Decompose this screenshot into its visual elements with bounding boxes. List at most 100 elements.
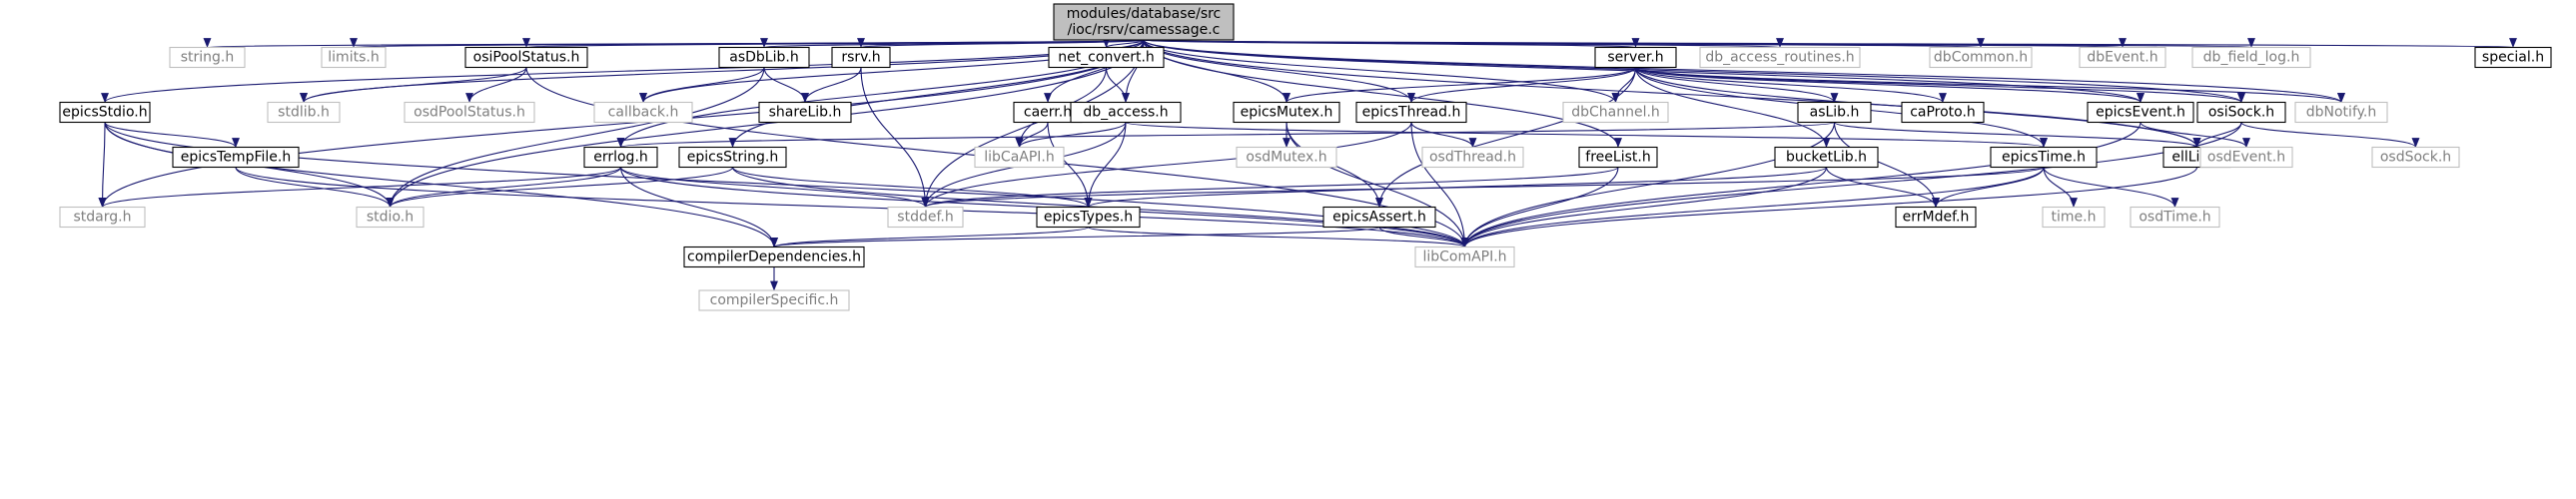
node-label: server.h <box>1607 50 1663 66</box>
node-box <box>1355 101 1467 124</box>
node-free-list[interactable]: freeList.h <box>1578 146 1658 169</box>
node-label: rsrv.h <box>841 50 880 66</box>
node-label: epicsTypes.h <box>1044 210 1133 226</box>
node-epics-temp-file[interactable]: epicsTempFile.h <box>172 146 300 169</box>
edge-server-to-epics-assert <box>1375 67 1637 208</box>
node-box <box>1053 3 1235 41</box>
node-box <box>2191 46 2311 69</box>
node-share-lib[interactable]: shareLib.h <box>758 101 852 124</box>
edge-server-to-epics-mutex <box>1283 67 1637 103</box>
node-label: dbChannel.h <box>1571 105 1660 121</box>
node-box <box>593 101 693 124</box>
node-lib-ca-api[interactable]: libCaAPI.h <box>974 146 1065 169</box>
node-net-convert[interactable]: net_convert.h <box>1048 46 1165 69</box>
edge-server-to-as-lib <box>1634 67 1839 103</box>
node-special[interactable]: special.h <box>2474 46 2552 69</box>
node-label: stdarg.h <box>74 210 132 226</box>
edge-server-to-db-channel <box>1611 67 1637 103</box>
node-db-access-routines[interactable]: db_access_routines.h <box>1699 46 1861 69</box>
node-stdio[interactable]: stdio.h <box>356 206 425 229</box>
node-box <box>1322 206 1436 229</box>
node-box <box>1048 46 1165 69</box>
node-db-channel[interactable]: dbChannel.h <box>1562 101 1669 124</box>
node-box <box>2371 146 2460 169</box>
edge-epics-types-to-lib-com-api <box>1087 226 1469 249</box>
node-box <box>1578 146 1658 169</box>
edge-db-access-to-epics-types <box>1084 122 1127 208</box>
node-label: epicsTime.h <box>2002 150 2086 166</box>
node-stdarg[interactable]: stdarg.h <box>59 206 146 229</box>
node-label: errlog.h <box>593 150 648 166</box>
node-db-field-log[interactable]: db_field_log.h <box>2191 46 2311 69</box>
node-root[interactable]: modules/database/src/ioc/rsrv/camessage.… <box>1053 3 1235 41</box>
node-limits[interactable]: limits.h <box>321 46 387 69</box>
node-compiler-specific[interactable]: compilerSpecific.h <box>698 289 850 311</box>
node-db-event[interactable]: dbEvent.h <box>2079 46 2166 69</box>
node-db-notify[interactable]: dbNotify.h <box>2294 101 2388 124</box>
node-label: /ioc/rsrv/camessage.c <box>1068 22 1221 38</box>
node-box <box>887 206 964 229</box>
node-epics-mutex[interactable]: epicsMutex.h <box>1233 101 1340 124</box>
node-box <box>59 206 146 229</box>
node-callback[interactable]: callback.h <box>593 101 693 124</box>
node-compiler-dependencies[interactable]: compilerDependencies.h <box>683 246 865 268</box>
node-epics-time[interactable]: epicsTime.h <box>1990 146 2098 169</box>
node-lib-com-api[interactable]: libComAPI.h <box>1414 246 1515 268</box>
node-label: compilerSpecific.h <box>710 292 839 308</box>
node-label: freeList.h <box>1585 150 1650 166</box>
node-box <box>2196 101 2286 124</box>
node-stdlib[interactable]: stdlib.h <box>267 101 341 124</box>
node-epics-thread[interactable]: epicsThread.h <box>1355 101 1467 124</box>
node-db-access[interactable]: db_access.h <box>1070 101 1182 124</box>
node-string[interactable]: string.h <box>169 46 246 69</box>
node-osi-pool-status[interactable]: osiPoolStatus.h <box>464 46 588 69</box>
node-box <box>583 146 658 169</box>
node-ca-proto[interactable]: caProto.h <box>1901 101 1985 124</box>
node-label: epicsTempFile.h <box>181 150 291 166</box>
node-label: errMdef.h <box>1903 210 1970 226</box>
node-epics-string[interactable]: epicsString.h <box>678 146 787 169</box>
edge-bucket-lib-to-lib-com-api <box>1460 167 1828 248</box>
node-label: dbEvent.h <box>2087 50 2157 66</box>
edge-osi-pool-status-to-stdlib <box>300 67 527 103</box>
node-db-common[interactable]: dbCommon.h <box>1929 46 2033 69</box>
node-err-mdef[interactable]: errMdef.h <box>1895 206 1977 229</box>
node-box <box>1421 146 1524 169</box>
node-as-db-lib[interactable]: asDbLib.h <box>718 46 810 69</box>
node-time[interactable]: time.h <box>2042 206 2106 229</box>
edge-epics-time-to-stddef <box>922 167 2045 208</box>
edge-errlog-to-stdio <box>386 167 622 208</box>
node-label: asLib.h <box>1810 105 1860 121</box>
edge-epics-stdio-to-stdarg <box>98 122 107 208</box>
edge-root-to-special <box>1143 37 2514 49</box>
node-as-lib[interactable]: asLib.h <box>1797 101 1872 124</box>
node-epics-types[interactable]: epicsTypes.h <box>1036 206 1141 229</box>
node-label: osdThread.h <box>1429 150 1516 166</box>
edge-epics-assert-to-compiler-dependencies <box>770 226 1380 249</box>
node-osd-time[interactable]: osdTime.h <box>2130 206 2220 229</box>
node-server[interactable]: server.h <box>1594 46 1677 69</box>
node-errlog[interactable]: errlog.h <box>583 146 658 169</box>
node-bucket-lib[interactable]: bucketLib.h <box>1774 146 1879 169</box>
node-box <box>2474 46 2552 69</box>
node-osi-sock[interactable]: osiSock.h <box>2196 101 2286 124</box>
node-osd-pool-status[interactable]: osdPoolStatus.h <box>404 101 535 124</box>
node-osd-sock[interactable]: osdSock.h <box>2371 146 2460 169</box>
node-stddef[interactable]: stddef.h <box>887 206 964 229</box>
edge-osi-sock-to-lib-com-api <box>1460 122 2242 248</box>
node-osd-mutex[interactable]: osdMutex.h <box>1236 146 1337 169</box>
node-osd-thread[interactable]: osdThread.h <box>1421 146 1524 169</box>
edge-epics-temp-file-to-stdio <box>235 167 395 208</box>
edge-server-to-epics-event <box>1634 67 2145 103</box>
node-epics-event[interactable]: epicsEvent.h <box>2087 101 2194 124</box>
edge-epics-types-to-compiler-dependencies <box>770 226 1090 249</box>
node-label: epicsAssert.h <box>1332 210 1426 226</box>
node-rsrv[interactable]: rsrv.h <box>831 46 891 69</box>
node-box <box>1797 101 1872 124</box>
node-epics-stdio[interactable]: epicsStdio.h <box>59 101 151 124</box>
node-epics-assert[interactable]: epicsAssert.h <box>1322 206 1436 229</box>
node-osd-event[interactable]: osdEvent.h <box>2199 146 2293 169</box>
node-label: dbNotify.h <box>2306 105 2377 121</box>
node-box <box>974 146 1065 169</box>
